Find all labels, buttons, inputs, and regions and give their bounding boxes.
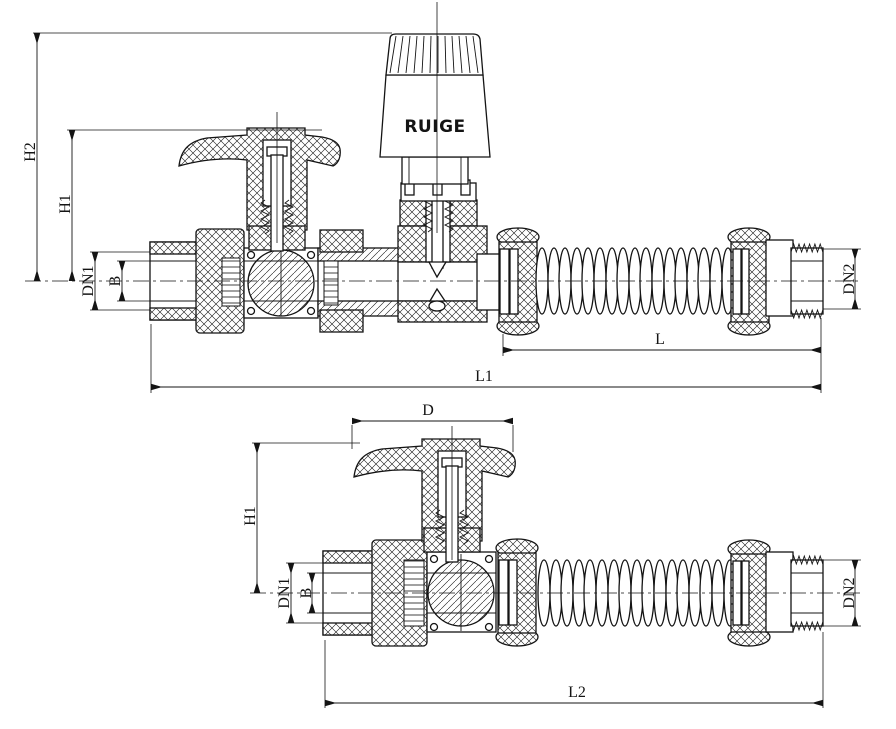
bottom-hose-nut-left (495, 538, 539, 647)
bottom-view (250, 426, 862, 647)
dimensions-top: H2 H1 DN1 B DN2 L L1 (22, 32, 861, 393)
dimension-label-l1: L1 (475, 368, 493, 385)
dimension-label-h1-bottom: H1 (242, 506, 259, 526)
thermostatic-valve-body (397, 185, 488, 323)
top-pipe-section (317, 229, 401, 333)
top-hose-nut-right (727, 227, 794, 336)
dimension-label-l: L (655, 331, 665, 348)
top-hose-nut-left (476, 227, 540, 336)
brand-logo: RUIGE (404, 117, 465, 137)
dimensions-bottom: D H1 DN1 B DN2 L2 (242, 402, 861, 708)
bottom-ball-valve-housing (426, 551, 497, 633)
head-ribs (389, 35, 479, 74)
dimension-label-dn1-top: DN1 (80, 265, 97, 296)
dimension-label-dn2-top: DN2 (841, 263, 858, 294)
dimension-label-b-bottom: B (298, 588, 315, 599)
top-ball-valve-housing (243, 247, 319, 319)
dimension-label-dn1-bottom: DN1 (276, 577, 293, 608)
dimension-label-d: D (422, 402, 434, 419)
dimension-label-h2: H2 (22, 142, 39, 162)
thermostatic-head: RUIGE (379, 33, 491, 202)
dimension-label-h1-top: H1 (57, 194, 74, 214)
top-view: RUIGE (25, 2, 862, 336)
dimension-label-b-top: B (107, 276, 124, 287)
dimension-label-dn2-bottom: DN2 (841, 577, 858, 608)
dimension-label-l2: L2 (568, 684, 586, 701)
